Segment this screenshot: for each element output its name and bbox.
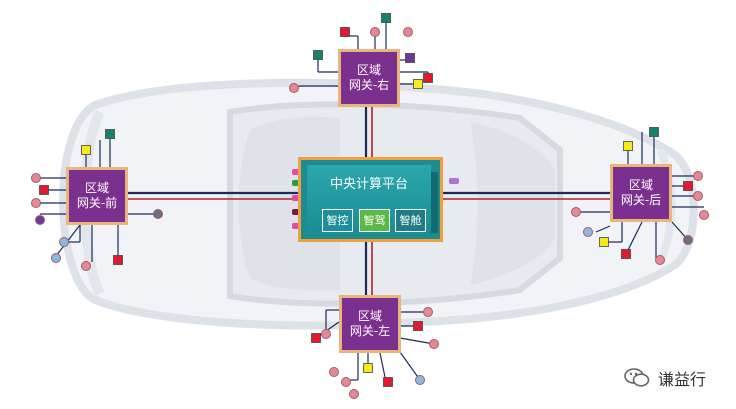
zone-gateway-rear: 区域 网关-后 (610, 164, 672, 222)
actuator-node (313, 50, 323, 60)
actuator-node (599, 237, 609, 247)
zone-right-line2: 网关-右 (348, 78, 390, 92)
actuator-node (649, 127, 659, 137)
platform-port (449, 178, 459, 184)
sensor-node (321, 329, 331, 339)
zone-gateway-front: 区域 网关-前 (66, 167, 128, 225)
central-platform-side (431, 172, 438, 233)
sensor-node (683, 235, 693, 245)
branch-line (625, 221, 643, 255)
sensor-node (403, 27, 413, 37)
module-intelligent-driving: 智驾 (359, 209, 390, 232)
sensor-node (699, 210, 709, 220)
sensor-node (59, 237, 69, 247)
wechat-icon (624, 367, 650, 389)
sensor-node (583, 227, 593, 237)
actuator-node (311, 333, 321, 343)
actuator-node (363, 363, 373, 373)
sensor-node (415, 375, 425, 385)
watermark: 谦益行 (624, 366, 736, 390)
zone-rear-line2: 网关-后 (620, 193, 662, 207)
sensor-node (51, 253, 61, 263)
sensor-node (370, 27, 380, 37)
actuator-node (39, 185, 49, 195)
actuator-node (113, 255, 123, 265)
branch-line (399, 351, 421, 381)
zone-rear-line1: 区域 (628, 178, 653, 192)
zone-left-line1: 区域 (357, 309, 382, 323)
module-intelligent-cockpit: 智舱 (395, 209, 426, 232)
sensor-node (423, 307, 433, 317)
sensor-node (693, 171, 703, 181)
actuator-node (623, 141, 633, 151)
zone-right-line1: 区域 (356, 63, 381, 77)
watermark-text: 谦益行 (658, 370, 707, 389)
actuator-node (405, 53, 415, 63)
sensor-node (31, 198, 41, 208)
zone-front-line2: 网关-前 (76, 196, 118, 210)
module-intelligent-control: 智控 (322, 209, 353, 232)
central-platform-title: 中央计算平台 (329, 177, 408, 192)
sensor-node (341, 377, 351, 387)
sensor-node (429, 339, 439, 349)
actuator-node (413, 79, 423, 89)
sensor-node (329, 367, 339, 377)
actuator-node (81, 145, 91, 155)
sensor-node (655, 255, 665, 265)
actuator-node (621, 249, 631, 259)
branch-line (595, 225, 611, 233)
sensor-node (81, 261, 91, 271)
sensor-node (35, 215, 45, 225)
zone-gateway-left: 区域 网关-左 (339, 295, 401, 353)
actuator-node (340, 27, 350, 37)
actuator-node (413, 321, 423, 331)
sensor-node (289, 83, 299, 93)
sensor-node (31, 173, 41, 183)
actuator-node (381, 13, 391, 23)
sensor-node (349, 389, 359, 399)
zone-left-line2: 网关-左 (349, 324, 391, 338)
zone-front-line1: 区域 (84, 181, 109, 195)
actuator-node (683, 181, 693, 191)
sensor-node (153, 209, 163, 219)
sensor-node (693, 191, 703, 201)
sensor-node (571, 207, 581, 217)
central-platform-body: 中央计算平台 智控 智驾 智舱 (307, 165, 431, 233)
actuator-node (105, 129, 115, 139)
actuator-node (423, 73, 433, 83)
branch-line (399, 337, 435, 345)
central-computing-platform: 中央计算平台 智控 智驾 智舱 (298, 157, 443, 242)
zone-gateway-right: 区域 网关-右 (338, 49, 400, 107)
actuator-node (383, 377, 393, 387)
